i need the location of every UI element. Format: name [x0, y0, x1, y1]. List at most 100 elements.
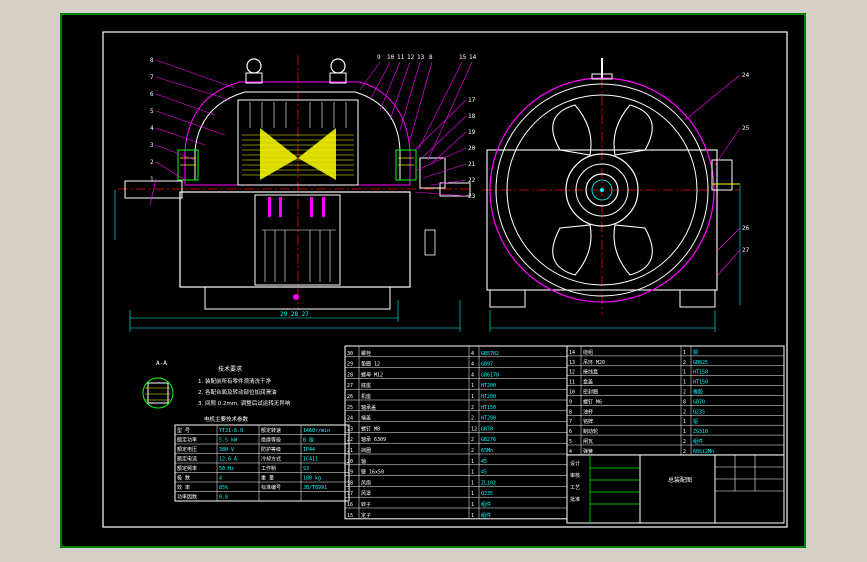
bom-cell: 4 [471, 372, 474, 378]
side-dimensions [489, 185, 741, 332]
bom-cell: 1 [471, 470, 474, 476]
part-number: 27 [742, 247, 750, 254]
bom-cell: 螺栓 [361, 350, 371, 357]
bom-cell: 19 [347, 470, 353, 476]
bom-cell: 21 [347, 448, 353, 454]
spec-cell: 极 数 [177, 475, 190, 482]
note-line-2: 2. 各配合面及转动部位加润滑油 [198, 388, 277, 396]
stator-slots [249, 102, 347, 128]
spec-cell: 380 V [219, 447, 234, 453]
bom-cell: 45 [481, 459, 487, 465]
wheel-inner-rim [506, 94, 698, 286]
front-bottom-label: 29 28 27 [280, 311, 309, 318]
part-number: 11 [397, 54, 405, 61]
bom-cell: HT150 [481, 405, 496, 411]
leader-line [684, 74, 741, 121]
spigot-base [591, 73, 613, 80]
spec-cell: 效 率 [177, 484, 190, 491]
spec-cell: 1460r/min [303, 428, 330, 434]
bom-cell: 2 [471, 416, 474, 422]
leader-line [155, 93, 216, 116]
title-block-field: 批准 [570, 496, 580, 503]
spec-cell: 防护等级 [261, 446, 281, 453]
part-number: 13 [417, 54, 425, 61]
leader-line [155, 110, 226, 136]
motor-cover [184, 81, 411, 186]
bom-cell: 机座 [361, 393, 371, 400]
bom-cell: GB6170 [481, 372, 499, 378]
hub-bore [585, 173, 619, 207]
bom-cell: HT200 [481, 416, 496, 422]
bom-cell: 垫圈 12 [361, 361, 380, 368]
spec-cell: 85% [219, 485, 228, 491]
part-number: 2 [150, 159, 154, 166]
part-number: 10 [387, 54, 395, 61]
bom-cell: 键 16x50 [361, 469, 384, 476]
title-block-field: 工艺 [570, 485, 580, 491]
leader-line [427, 61, 473, 161]
part-number: 15 [459, 54, 467, 61]
bom-cell: 轴承 6309 [361, 436, 386, 443]
section-label: A-A [156, 360, 167, 367]
spec-cell: 冷却方式 [261, 456, 281, 463]
lifting-eye-right [330, 58, 346, 74]
part-number: 1 [150, 176, 154, 183]
bom-cell: 1 [683, 380, 686, 386]
title-grid-right [715, 455, 784, 492]
spec-cell: 额定电流 [177, 456, 197, 463]
spec-cell: 12.6 A [219, 457, 237, 463]
part-number: 14 [469, 54, 477, 61]
outer-border [60, 13, 806, 548]
bom-cell: 12 [471, 426, 477, 432]
bom-cell: 2 [683, 449, 686, 455]
rotor-core [260, 128, 336, 180]
section-detail: A-A [142, 360, 174, 409]
bom-cell: 轴 [361, 458, 366, 465]
bom-cell: 60Si2Mn [693, 449, 714, 455]
bom-cell: GB276 [481, 437, 496, 443]
title-block-field: 设计 [570, 460, 580, 467]
bom-cell: 定子 [361, 512, 371, 519]
leader-line [155, 127, 206, 146]
bom-cell: 1 [683, 370, 686, 376]
bom-cell: HT200 [481, 394, 496, 400]
bom-cell: HT200 [481, 383, 496, 389]
part-number: 21 [468, 161, 476, 168]
bom-cell: 15 [347, 513, 353, 519]
bearing-left [177, 149, 199, 181]
bearing-hatch [180, 157, 414, 166]
part-number: 26 [742, 225, 750, 232]
notes-heading: 技术要求 [218, 365, 242, 373]
leader-line [369, 61, 391, 101]
bom-cell: 铭牌 [583, 418, 593, 425]
bom-cell: 17 [347, 491, 353, 497]
bom-cell: 1 [471, 513, 474, 519]
side-foot-left [489, 289, 526, 308]
shaft-right [439, 182, 471, 197]
bom-cell: 油杯 [583, 408, 593, 415]
leader-line [149, 178, 157, 206]
leader-line [430, 179, 467, 186]
lifting-eye-left [246, 58, 262, 74]
bom-cell: 26 [347, 394, 353, 400]
bom-cell: HT150 [693, 380, 708, 386]
bom-cell: 1 [471, 459, 474, 465]
leader-line [417, 61, 463, 151]
bom-cell: 10 [569, 390, 575, 396]
leader-line [414, 99, 467, 151]
bom-cell: 风扇 [361, 479, 371, 486]
spec-cell: 额定转速 [261, 427, 281, 434]
technical-notes: 技术要求 1. 装配前所有零件须清洗干净 2. 各配合面及转动部位加润滑油 3.… [198, 365, 291, 407]
bom-cell: GB70 [693, 399, 705, 405]
bom-cell: 9 [569, 399, 572, 405]
spec-cell: 0.8 [219, 495, 228, 501]
bom-cell: 螺母 M12 [361, 371, 383, 378]
leader-line [379, 61, 401, 111]
